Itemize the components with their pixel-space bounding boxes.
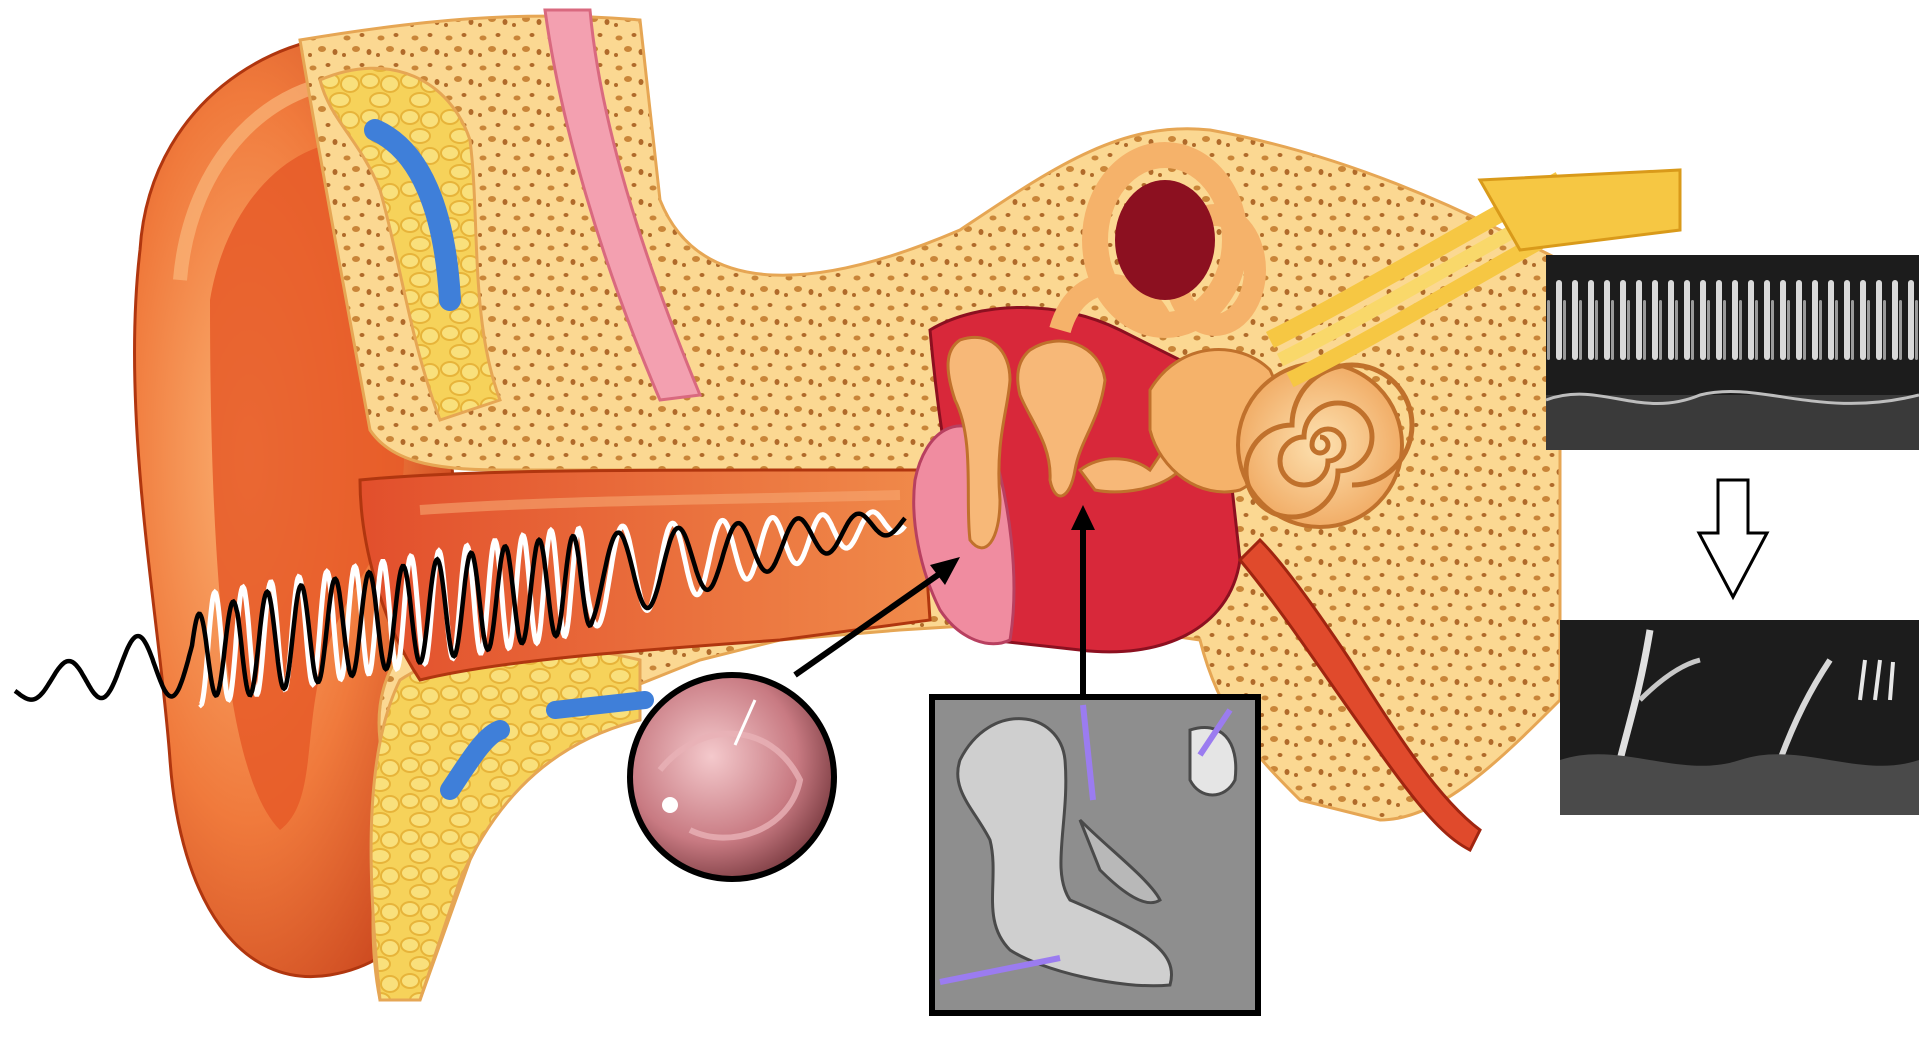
healthy-hair-cells-panel	[1546, 255, 1919, 450]
eardrum-inset-reflection	[662, 797, 678, 813]
semicircular-canal-inner	[1115, 180, 1215, 300]
blue-cartilage-3	[555, 700, 645, 710]
cochlea-body	[1238, 363, 1402, 527]
hair-cell-panels	[1546, 255, 1919, 815]
damaged-hair-cells-panel	[1560, 620, 1919, 815]
hollow-down-arrow-icon	[1699, 480, 1767, 597]
eardrum-inset-photo	[630, 675, 834, 879]
